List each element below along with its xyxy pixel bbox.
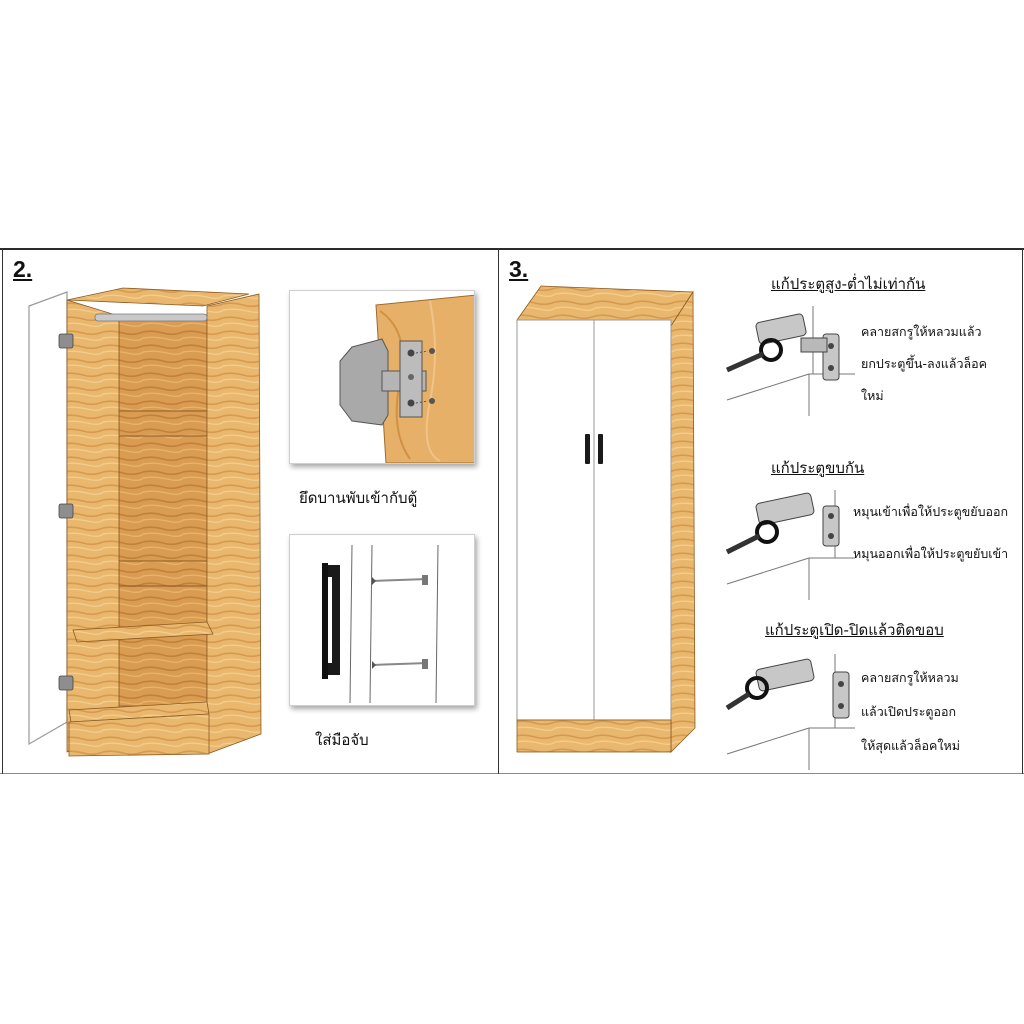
step-3-number: 3. xyxy=(509,256,529,282)
handle-detail-inset xyxy=(289,534,475,706)
fix-rubbing-line-1: หมุนเข้าเพื่อให้ประตูขยับออก xyxy=(853,504,1009,519)
hinge-detail-inset xyxy=(289,290,475,464)
step-3-panel: 3. แก้ประตูสูง-ต่ำไม่เท่ากัน xyxy=(499,248,1023,774)
hinge-adjust-screw-illustration-2 xyxy=(725,490,855,600)
hinge-adjust-screw-illustration-3 xyxy=(725,654,855,770)
hinge-adjust-screw-illustration-1 xyxy=(725,306,855,416)
fix-rubbing-title: แก้ประตูขบกัน xyxy=(771,459,865,477)
fix-edge-line-1: คลายสกรูให้หลวม xyxy=(861,670,959,685)
step-2-number: 2. xyxy=(13,256,33,282)
fix-edge-line-3: ให้สุดแล้วล็อคใหม่ xyxy=(861,738,960,753)
fix-rubbing-line-2: หมุนออกเพื่อให้ประตูขยับเข้า xyxy=(853,546,1009,561)
fix-height-title: แก้ประตูสูง-ต่ำไม่เท่ากัน xyxy=(771,275,926,293)
fix-height-line-1: คลายสกรูให้หลวมแล้ว xyxy=(861,324,982,339)
step-2-panel: 2. xyxy=(2,248,499,774)
closed-wardrobe-illustration xyxy=(516,285,696,753)
hinge-caption: ยึดบานพับเข้ากับตู้ xyxy=(299,489,418,507)
fix-height-line-2: ยกประตูขึ้น-ลงแล้วล็อค xyxy=(861,356,988,371)
fix-edge-title: แก้ประตูเปิด-ปิดแล้วติดขอบ xyxy=(765,621,944,639)
fix-height-line-3: ใหม่ xyxy=(861,388,884,403)
handle-caption: ใส่มือจับ xyxy=(315,731,369,749)
open-wardrobe-illustration xyxy=(28,287,262,757)
fix-edge-line-2: แล้วเปิดประตูออก xyxy=(861,704,957,719)
instruction-frame xyxy=(0,248,1024,774)
